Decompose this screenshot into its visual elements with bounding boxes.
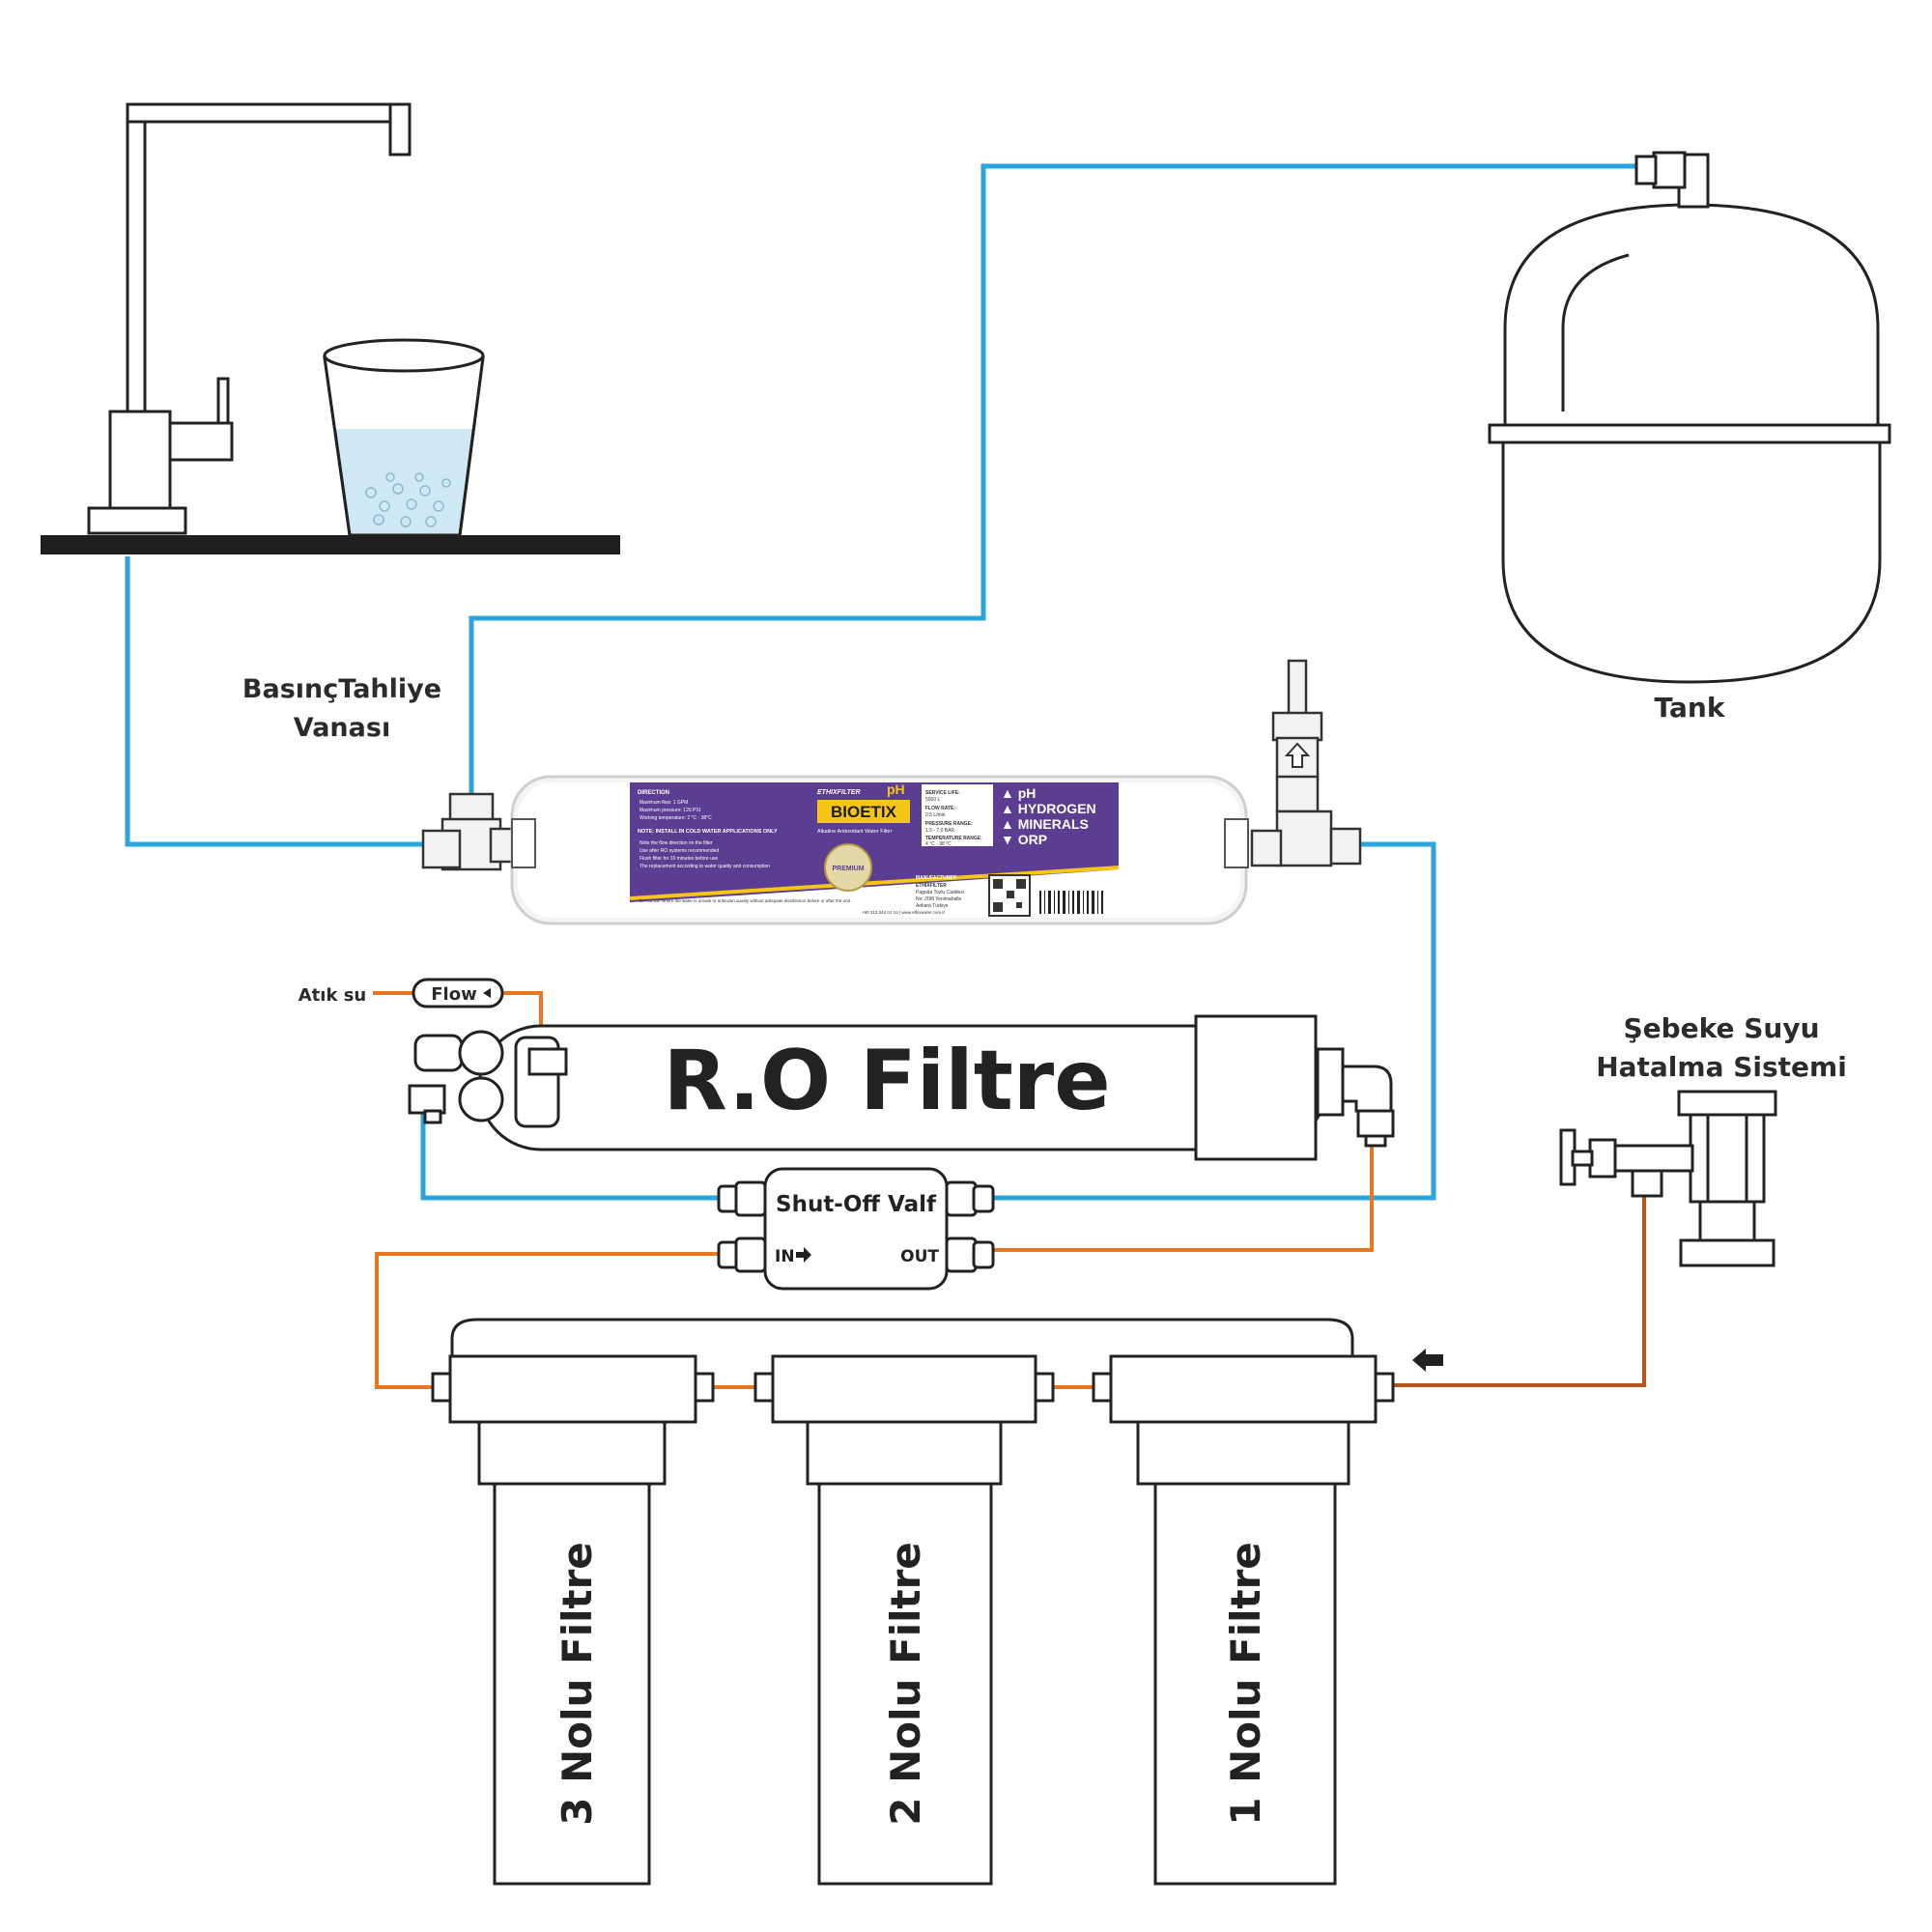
spec-line: FLOW RATE:: [925, 806, 955, 811]
label-direction-item: Maximum flow: 1 GPM: [639, 800, 688, 806]
up-arrow-icon: [1284, 742, 1311, 768]
glass: [323, 338, 485, 537]
spec-line: TEMPERATURE RANGE:: [925, 836, 982, 841]
feature-hydrogen: ▲ HYDROGEN: [1001, 801, 1096, 816]
pipe-faucet-to-valve: [125, 556, 425, 847]
in-arrow-icon: [796, 1247, 811, 1263]
shutoff-out-label: OUT: [900, 1247, 939, 1266]
label-direction-title: DIRECTION: [638, 790, 669, 796]
label-ph-mark: pH: [887, 781, 905, 797]
flow-restrictor: [412, 978, 504, 1009]
label-warning: Do not use where the water is unsafe or …: [639, 898, 851, 903]
storage-tank: [1488, 151, 1891, 684]
premium-badge: [824, 843, 872, 892]
label-note-title: NOTE: INSTALL IN COLD WATER APPLICATIONS…: [638, 829, 778, 835]
shutoff-valve: Shut-Off Valf IN OUT: [717, 1167, 995, 1291]
pipe-ro-to-shutoff-out: [993, 1144, 1374, 1252]
waste-label: Atık su: [298, 985, 366, 1006]
inline-right-valve: [1250, 659, 1362, 867]
pressure-valve-label-line2: Vanası: [294, 713, 390, 743]
ro-right-elbow: [1316, 1047, 1395, 1148]
pipe-flow-to-ro: [500, 991, 543, 1037]
label-name: BIOETIX: [831, 803, 897, 821]
manufacturer-line: No: 20/8 Yenimahalle: [916, 896, 961, 902]
label-note-item: Use after RO systems recommended: [639, 848, 719, 854]
prefilter-bracket: [450, 1318, 1354, 1356]
label-direction-item: Maximum pressure: 120 PSI: [639, 808, 700, 813]
tank-label: Tank: [1655, 692, 1726, 724]
label-name-box: [817, 800, 910, 823]
barcode: [1039, 891, 1103, 914]
shutoff-label: Shut-Off Valf: [776, 1192, 937, 1217]
feature-ph: ▲ pH: [1001, 785, 1036, 801]
orange-pipes: [373, 991, 1374, 1389]
feature-minerals: ▲ MINERALS: [1001, 816, 1089, 832]
filter2-label: 2 Nolu Filtre: [882, 1542, 929, 1826]
glass-bubbles: [365, 472, 451, 527]
filter-housing-3: 3 Nolu Filtre: [431, 1354, 715, 1886]
pipe-inline-to-shutoff: [993, 841, 1436, 1201]
label-note-item: The replacement according to water quali…: [639, 864, 770, 869]
label-subtitle: Alkaline Antioxidant Water Filter: [817, 829, 893, 835]
pipe-valve-to-tank: [469, 163, 1636, 794]
filter1-label: 1 Nolu Filtre: [1222, 1542, 1269, 1826]
pressure-relief-valve: [421, 792, 520, 871]
label-note-item: Note the flow direction on the filter: [639, 840, 713, 846]
feature-orp: ▼ ORP: [1001, 832, 1047, 847]
tank-elbow-fitting: [1634, 151, 1710, 209]
label-badge: PREMIUM: [832, 866, 864, 872]
manufacturer-line: Pagoda Tozlu Caddesi: [916, 890, 964, 895]
flow-arrow-icon: [483, 988, 491, 998]
pressure-valve-label-line1: BasınçTahliye: [242, 674, 441, 704]
ro-membrane-housing: R.O Filtre: [408, 1014, 1395, 1161]
manufacturer-line: ETHIXFILTER: [916, 883, 947, 889]
mains-label-line2: Hatalma Sistemi: [1596, 1051, 1847, 1083]
shutoff-in-label: IN: [775, 1247, 795, 1266]
spec-line: 0.5 L/min: [925, 812, 946, 818]
qr-code-pattern: [993, 879, 1026, 912]
inline-alkaline-filter: DIRECTION Maximum flow: 1 GPM Maximum pr…: [421, 659, 1362, 925]
spec-line: SERVICE LIFE:: [925, 790, 960, 796]
manufacturer-title: MANUFACTURER: [916, 875, 957, 881]
ro-left-fittings: [408, 1030, 568, 1128]
mains-supply-valve: [1559, 1090, 1777, 1267]
faucet: [87, 102, 412, 535]
flow-label: Flow: [431, 984, 476, 1005]
spec-box: [922, 784, 993, 846]
inlet-arrow-icon: [1412, 1349, 1443, 1372]
blue-pipes: [125, 163, 1636, 1201]
ro-filter-label: R.O Filtre: [663, 1033, 1110, 1129]
mains-label-line1: Şebeke Suyu: [1623, 1012, 1819, 1044]
countertop: [41, 535, 620, 554]
label-note-item: Flush filter for 10 minutes before use: [639, 856, 718, 862]
spec-line: PRESSURE RANGE:: [925, 821, 973, 827]
shutoff-fittings: [717, 1180, 995, 1273]
spec-line: 5000 L: [925, 797, 941, 803]
filter-housing-1: 1 Nolu Filtre: [1092, 1354, 1395, 1886]
filter-housing-2: 2 Nolu Filtre: [753, 1354, 1055, 1886]
label-direction-item: Working temperature: 2 °C - 38°C: [639, 815, 712, 821]
filter3-label: 3 Nolu Filtre: [554, 1542, 601, 1826]
pipe-shutoff-to-filter3: [375, 1252, 719, 1389]
pipe-ro-to-shutoff: [420, 1111, 719, 1201]
spec-line: 1.5 - 7.0 BAR: [925, 828, 954, 834]
label-contact: +90 312 344 01 10 | www.ethixwater.com.t…: [862, 910, 946, 915]
pipe-mains-to-filter1: [1393, 1196, 1646, 1387]
label-brand: ETHIXFILTER: [817, 789, 861, 796]
spec-line: 4 °C - 38 °C: [925, 841, 952, 847]
manufacturer-line: Ankara Türkiye: [916, 903, 949, 909]
